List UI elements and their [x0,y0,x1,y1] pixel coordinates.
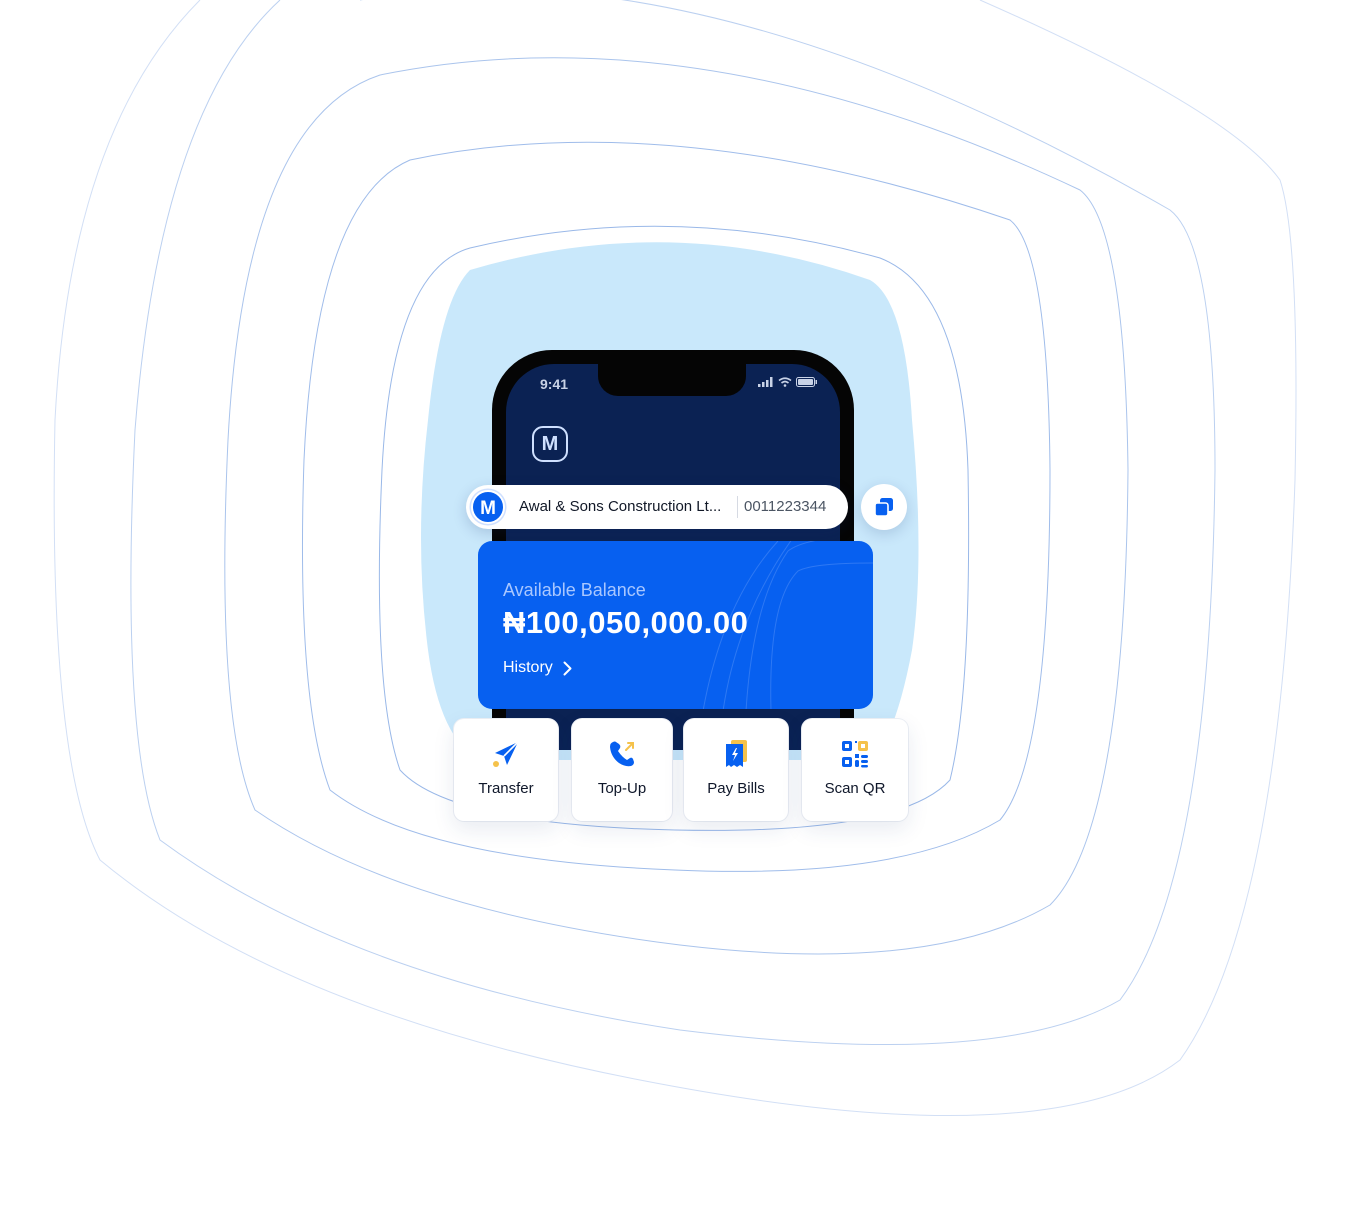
ring-2 [301,141,1051,872]
signal-icon [758,377,773,387]
chevron-right-icon [563,661,572,675]
ring-4 [130,0,1216,1046]
wifi-icon [778,377,792,387]
scan-qr-label: Scan QR [824,780,886,797]
balance-card: Available Balance ₦100,050,000.00 Histor… [478,541,873,709]
history-label: History [503,659,553,676]
transfer-label: Transfer [478,780,534,797]
status-time: 9:41 [540,376,569,392]
ring-3 [224,57,1129,955]
balance-amount: ₦100,050,000.00 [503,605,749,640]
history-link[interactable]: History [503,659,572,677]
app-logo: M [532,426,568,462]
account-avatar: M [471,490,505,524]
pay-bills-button[interactable]: Pay Bills [684,719,788,821]
transfer-button[interactable]: Transfer [454,719,558,821]
phone-notch [598,364,746,396]
card-decoration [702,541,873,709]
scan-qr-button[interactable]: Scan QR [802,719,908,821]
status-icons [758,377,818,387]
divider [737,496,738,518]
top-up-button[interactable]: Top-Up [572,719,672,821]
ring-group [53,0,1297,1117]
pay-bills-label: Pay Bills [707,780,765,797]
phone-call-icon [610,741,634,767]
send-icon [493,741,519,767]
top-up-label: Top-Up [597,780,647,797]
ring-5 [53,0,1297,1117]
account-number: 0011223344 [744,498,827,515]
qr-code-icon [842,741,868,768]
account-name: Awal & Sons Construction Lt... [519,498,722,515]
account-selector[interactable]: M Awal & Sons Construction Lt... 0011223… [466,485,848,529]
balance-label: Available Balance [503,580,646,600]
copy-account-button[interactable] [861,484,907,530]
battery-icon [796,377,817,387]
bill-receipt-icon [726,740,747,767]
copy-icon [874,498,893,517]
